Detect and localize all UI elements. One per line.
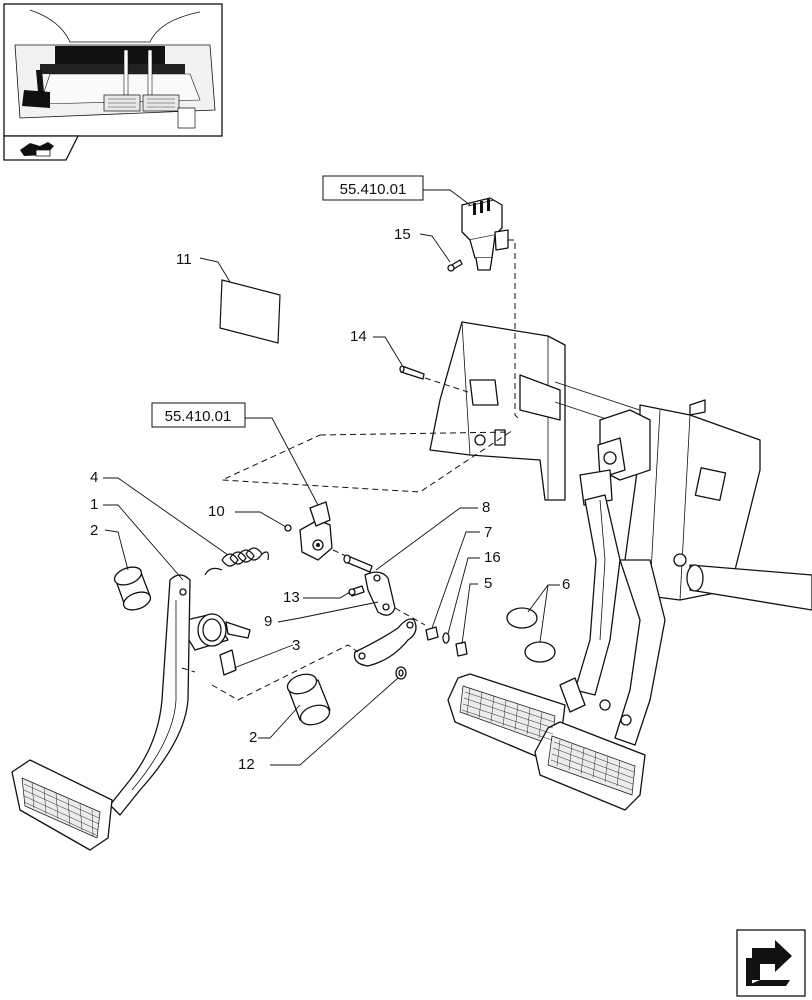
callout-9: 9 bbox=[264, 613, 272, 630]
leader-lines bbox=[103, 189, 560, 766]
lever-9 bbox=[364, 571, 396, 616]
callout-4: 4 bbox=[90, 469, 98, 486]
bolt-13 bbox=[348, 585, 365, 597]
callout-8: 8 bbox=[482, 499, 490, 516]
callout-1: 1 bbox=[90, 496, 98, 513]
clutch-pedal-1 bbox=[11, 574, 251, 851]
clutch-pad-tread bbox=[23, 781, 100, 837]
callout-numbers: 11 15 14 10 4 1 2 13 9 3 2 12 8 7 16 5 6 bbox=[90, 226, 570, 773]
reference-box-top[interactable]: 55.410.01 bbox=[322, 175, 424, 201]
brake-pad-tread bbox=[461, 687, 635, 791]
callout-7: 7 bbox=[484, 524, 492, 541]
bush-2-upper bbox=[113, 566, 152, 611]
bush-7 bbox=[425, 626, 439, 641]
screw-15 bbox=[447, 259, 463, 272]
callout-5: 5 bbox=[484, 575, 492, 592]
pin-8 bbox=[343, 554, 373, 573]
cap-6 bbox=[506, 607, 556, 663]
reference-label-middle: 55.410.01 bbox=[165, 408, 232, 425]
callout-2-upper: 2 bbox=[90, 522, 98, 539]
callout-2-lower: 2 bbox=[249, 729, 257, 746]
callout-3: 3 bbox=[292, 637, 300, 654]
locator-thumbnail bbox=[3, 3, 223, 161]
next-page-arrow-icon[interactable] bbox=[736, 929, 806, 997]
callout-12: 12 bbox=[238, 756, 255, 773]
pedal-support-assembly bbox=[429, 321, 812, 811]
pin-14 bbox=[399, 365, 425, 380]
callout-6: 6 bbox=[562, 576, 570, 593]
nut-5 bbox=[455, 641, 468, 657]
bush-2-lower bbox=[286, 673, 331, 726]
washer-12 bbox=[395, 666, 407, 680]
screw-3 bbox=[219, 649, 237, 676]
callout-11: 11 bbox=[176, 251, 192, 268]
tractor-section-icon bbox=[20, 142, 54, 157]
link-bracket bbox=[353, 618, 417, 667]
nut-10 bbox=[284, 524, 292, 532]
callout-13: 13 bbox=[283, 589, 300, 606]
reference-box-middle[interactable]: 55.410.01 bbox=[151, 402, 246, 428]
switch-mounting-plane bbox=[221, 431, 512, 493]
brake-switch-top bbox=[461, 197, 509, 271]
callout-16: 16 bbox=[484, 549, 501, 566]
callout-14: 14 bbox=[350, 328, 367, 345]
reference-label-top: 55.410.01 bbox=[340, 181, 407, 198]
return-spring-4 bbox=[204, 547, 269, 576]
clutch-switch-10-body bbox=[299, 501, 333, 561]
decal-11 bbox=[219, 279, 281, 344]
callout-10: 10 bbox=[208, 503, 225, 520]
washer-16 bbox=[442, 632, 450, 644]
callout-15: 15 bbox=[394, 226, 411, 243]
